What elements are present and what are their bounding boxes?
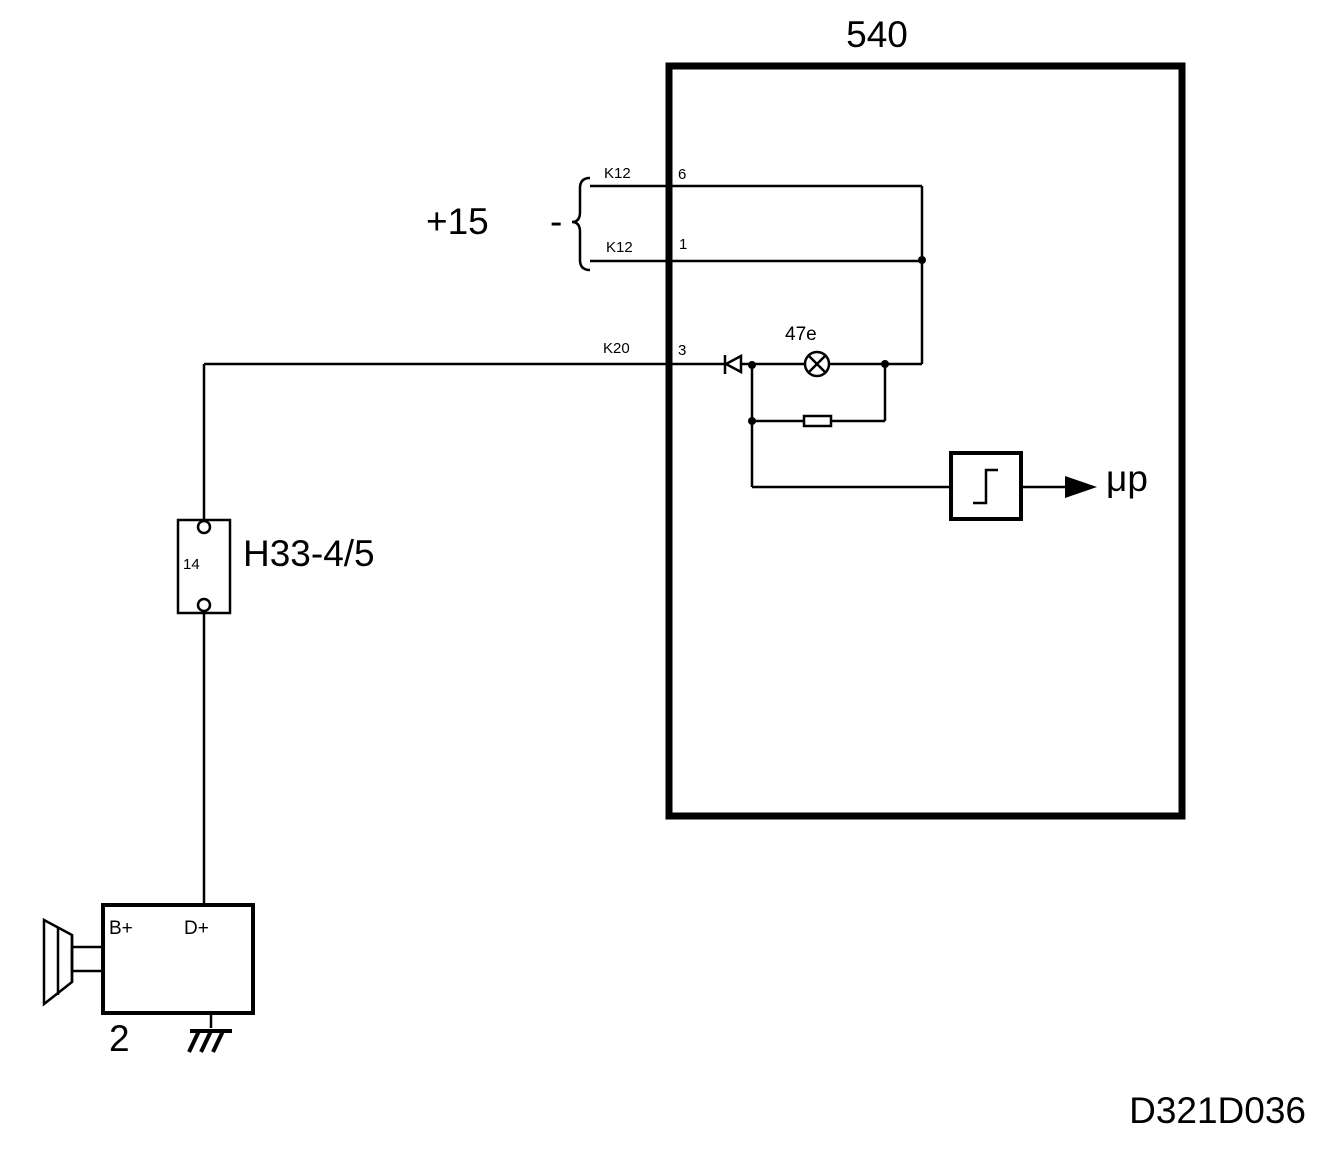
lamp-icon [803, 350, 831, 378]
output-label: μp [1106, 458, 1148, 499]
output-arrow-icon [1065, 476, 1097, 498]
lamp-label: 47e [785, 324, 817, 345]
pin-3-label: 3 [678, 342, 686, 359]
diode-icon [723, 353, 743, 375]
pin-6-label: 6 [678, 166, 686, 183]
connector-label: H33-4/5 [243, 533, 375, 574]
drawing-id: D321D036 [1129, 1090, 1306, 1131]
supply-brace [571, 176, 591, 272]
connector-k20: K20 [603, 340, 630, 357]
supply-dash: - [550, 201, 562, 242]
junction-dot [918, 256, 926, 264]
supply-label: +15 [426, 201, 489, 242]
connector-k12-a: K12 [604, 165, 631, 182]
resistor-icon [802, 414, 833, 428]
pulley-icon [42, 917, 105, 1007]
connector-k12-b: K12 [606, 239, 633, 256]
connector-terminal-top [196, 519, 212, 535]
connector-pin-label: 14 [183, 556, 200, 573]
alternator-d-terminal: D+ [184, 918, 209, 939]
module-label: 540 [846, 14, 908, 55]
alternator-b-terminal: B+ [109, 918, 133, 939]
alternator-label: 2 [109, 1018, 130, 1059]
connector-terminal-bottom [196, 597, 212, 613]
pin-1-label: 1 [679, 236, 687, 253]
module-540-box [665, 62, 1186, 820]
schmitt-trigger-icon [973, 468, 998, 505]
junction-dot [748, 417, 756, 425]
ground-icon [187, 1013, 232, 1053]
